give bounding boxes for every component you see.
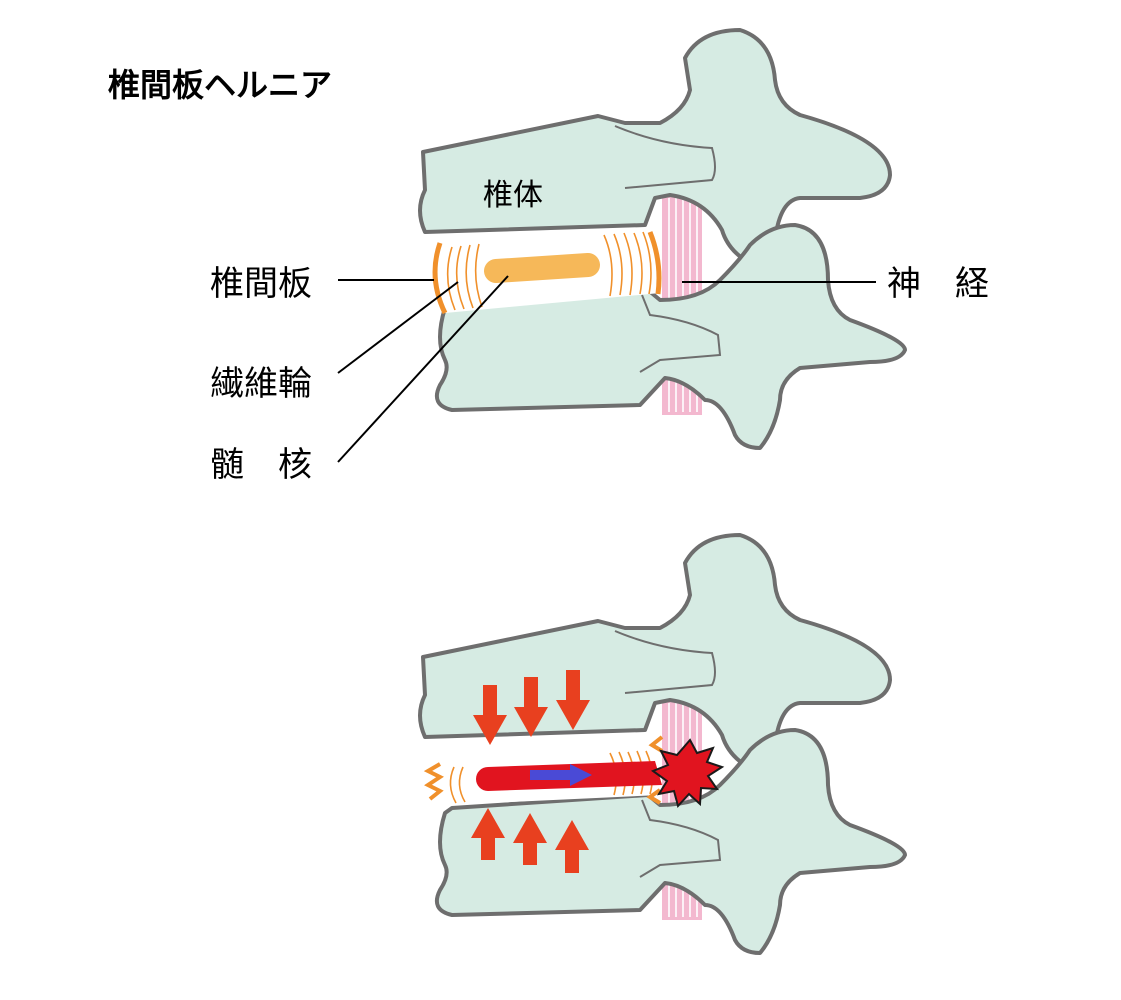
pressure-arrows-down (473, 670, 590, 745)
nucleus-leader (337, 275, 509, 463)
pressure-arrows-up (471, 808, 589, 873)
flow-arrow (530, 764, 592, 786)
annulus-leader (337, 281, 459, 374)
disc-label: 椎間板 (210, 264, 312, 304)
normal-spine (418, 28, 907, 450)
page-title: 椎間板ヘルニア (108, 66, 332, 104)
annulus-label: 繊維輪 (210, 364, 312, 404)
nucleus-pulposus (484, 253, 600, 283)
herniated-spine (418, 533, 907, 955)
nerve-impact-burst (650, 738, 725, 809)
nerve-label: 神 経 (887, 264, 989, 304)
nucleus-label: 髄 核 (210, 445, 312, 485)
vertebral-body-label: 椎体 (483, 178, 543, 213)
